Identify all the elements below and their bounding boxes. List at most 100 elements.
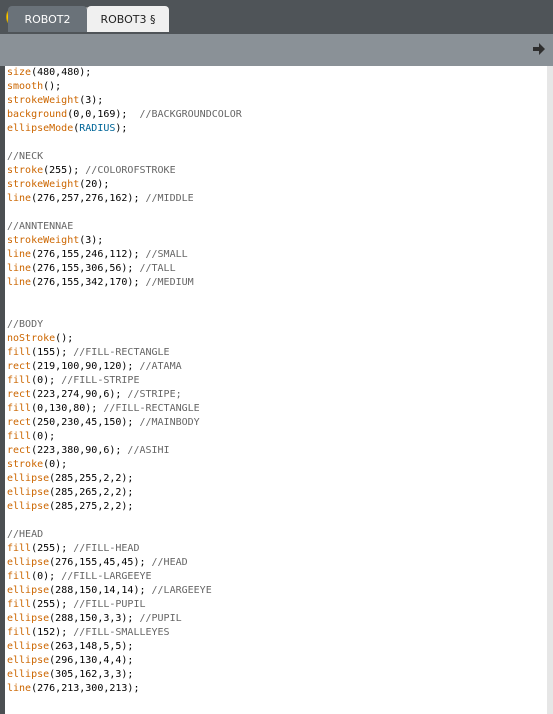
code-token: (223,380,90,6); (31, 445, 128, 456)
code-token: (155); (31, 347, 74, 358)
code-line (7, 304, 242, 318)
code-function: ellipse (7, 473, 50, 484)
code-line: rect(223,274,90,6); //STRIPE; (7, 388, 242, 402)
code-function: line (7, 249, 32, 260)
code-token: (); (55, 333, 74, 344)
code-function: ellipseMode (7, 123, 74, 134)
code-token: (288,150,14,14); (49, 585, 152, 596)
code-token: (0); (31, 571, 62, 582)
code-token: (0); (43, 459, 68, 470)
tab-menu-arrow-icon (533, 43, 545, 55)
code-editor[interactable]: size(480,480);smooth();strokeWeight(3);b… (5, 66, 547, 714)
code-token: (152); (31, 627, 74, 638)
code-line: rect(219,100,90,120); //ATAMA (7, 360, 242, 374)
code-line: ellipse(288,150,14,14); //LARGEEYE (7, 584, 242, 598)
code-comment: //FILL-HEAD (73, 543, 140, 554)
code-function: size (7, 67, 32, 78)
code-line: ellipse(288,150,3,3); //PUPIL (7, 612, 242, 626)
code-token: (3); (79, 235, 104, 246)
code-line: //BODY (7, 318, 242, 332)
code-function: fill (7, 543, 32, 554)
code-line: fill(152); //FILL-SMALLEYES (7, 626, 242, 640)
code-token: (0,0,169); (67, 109, 140, 120)
code-function: ellipse (7, 501, 50, 512)
tab-robot2[interactable]: ROBOT2 (8, 6, 87, 32)
code-line: ellipse(296,130,4,4); (7, 654, 242, 668)
code-line: ellipse(263,148,5,5); (7, 640, 242, 654)
code-comment: //HEAD (7, 529, 44, 540)
code-line: stroke(0); (7, 458, 242, 472)
code-comment: //FILL-RECTANGLE (73, 347, 170, 358)
code-line: ellipse(285,265,2,2); (7, 486, 242, 500)
code-line: stroke(255); //COLOROFSTROKE (7, 164, 242, 178)
code-function: ellipse (7, 557, 50, 568)
editor-scroll-gutter[interactable] (547, 66, 553, 714)
code-comment: //FILL-STRIPE (61, 375, 140, 386)
code-function: rect (7, 389, 32, 400)
code-function: fill (7, 347, 32, 358)
code-comment: //COLOROFSTROKE (85, 165, 176, 176)
tab-bar (0, 34, 553, 66)
code-line: strokeWeight(3); (7, 94, 242, 108)
code-line: //ANNTENNAE (7, 220, 242, 234)
code-comment: //ASIHI (127, 445, 170, 456)
code-token: (305,162,3,3); (49, 669, 134, 680)
code-line: fill(155); //FILL-RECTANGLE (7, 346, 242, 360)
code-line (7, 514, 242, 528)
code-comment: //TALL (139, 263, 176, 274)
code-function: rect (7, 445, 32, 456)
code-line: strokeWeight(3); (7, 234, 242, 248)
code-line: line(276,155,306,56); //TALL (7, 262, 242, 276)
code-line: fill(0); //FILL-STRIPE (7, 374, 242, 388)
code-token: (0,130,80); (31, 403, 104, 414)
code-line: fill(0,130,80); //FILL-RECTANGLE (7, 402, 242, 416)
code-line: ellipse(285,255,2,2); (7, 472, 242, 486)
code-line: fill(255); //FILL-PUPIL (7, 598, 242, 612)
code-function: line (7, 683, 32, 694)
code-function: fill (7, 571, 32, 582)
code-function: ellipse (7, 641, 50, 652)
code-comment: //MAINBODY (139, 417, 200, 428)
code-token: (255); (31, 543, 74, 554)
code-token: (296,130,4,4); (49, 655, 134, 666)
code-function: fill (7, 431, 32, 442)
code-function: noStroke (7, 333, 56, 344)
code-line (7, 290, 242, 304)
code-function: line (7, 277, 32, 288)
code-line: fill(255); //FILL-HEAD (7, 542, 242, 556)
tab-robot3[interactable]: ROBOT3 § (87, 6, 169, 32)
code-comment: //LARGEEYE (151, 585, 212, 596)
code-line (7, 136, 242, 150)
code-token: ); (115, 123, 128, 134)
code-comment: //FILL-RECTANGLE (103, 403, 200, 414)
code-comment: //ATAMA (139, 361, 182, 372)
code-function: fill (7, 627, 32, 638)
code-function: fill (7, 403, 32, 414)
code-constant: RADIUS (79, 123, 116, 134)
code-line: ellipse(276,155,45,45); //HEAD (7, 556, 242, 570)
code-line: line(276,155,246,112); //SMALL (7, 248, 242, 262)
code-comment: //MIDDLE (145, 193, 194, 204)
code-function: smooth (7, 81, 44, 92)
code-comment: //BODY (7, 319, 44, 330)
code-line: ellipse(285,275,2,2); (7, 500, 242, 514)
code-line: line(276,155,342,170); //MEDIUM (7, 276, 242, 290)
code-comment: //FILL-LARGEEYE (61, 571, 152, 582)
code-function: strokeWeight (7, 235, 80, 246)
code-function: background (7, 109, 68, 120)
code-function: strokeWeight (7, 179, 80, 190)
code-line: ellipse(305,162,3,3); (7, 668, 242, 682)
code-line: line(276,213,300,213); (7, 682, 242, 696)
code-text: size(480,480);smooth();strokeWeight(3);b… (7, 66, 242, 696)
code-comment: //HEAD (151, 557, 188, 568)
code-comment: //STRIPE; (127, 389, 182, 400)
code-function: strokeWeight (7, 95, 80, 106)
code-token: (3); (79, 95, 104, 106)
code-token: (276,257,276,162); (31, 193, 146, 204)
code-function: line (7, 263, 32, 274)
code-line: //HEAD (7, 528, 242, 542)
code-function: ellipse (7, 487, 50, 498)
code-line: size(480,480); (7, 66, 242, 80)
tab-menu-button[interactable] (531, 41, 547, 57)
code-line: background(0,0,169); //BACKGROUNDCOLOR (7, 108, 242, 122)
